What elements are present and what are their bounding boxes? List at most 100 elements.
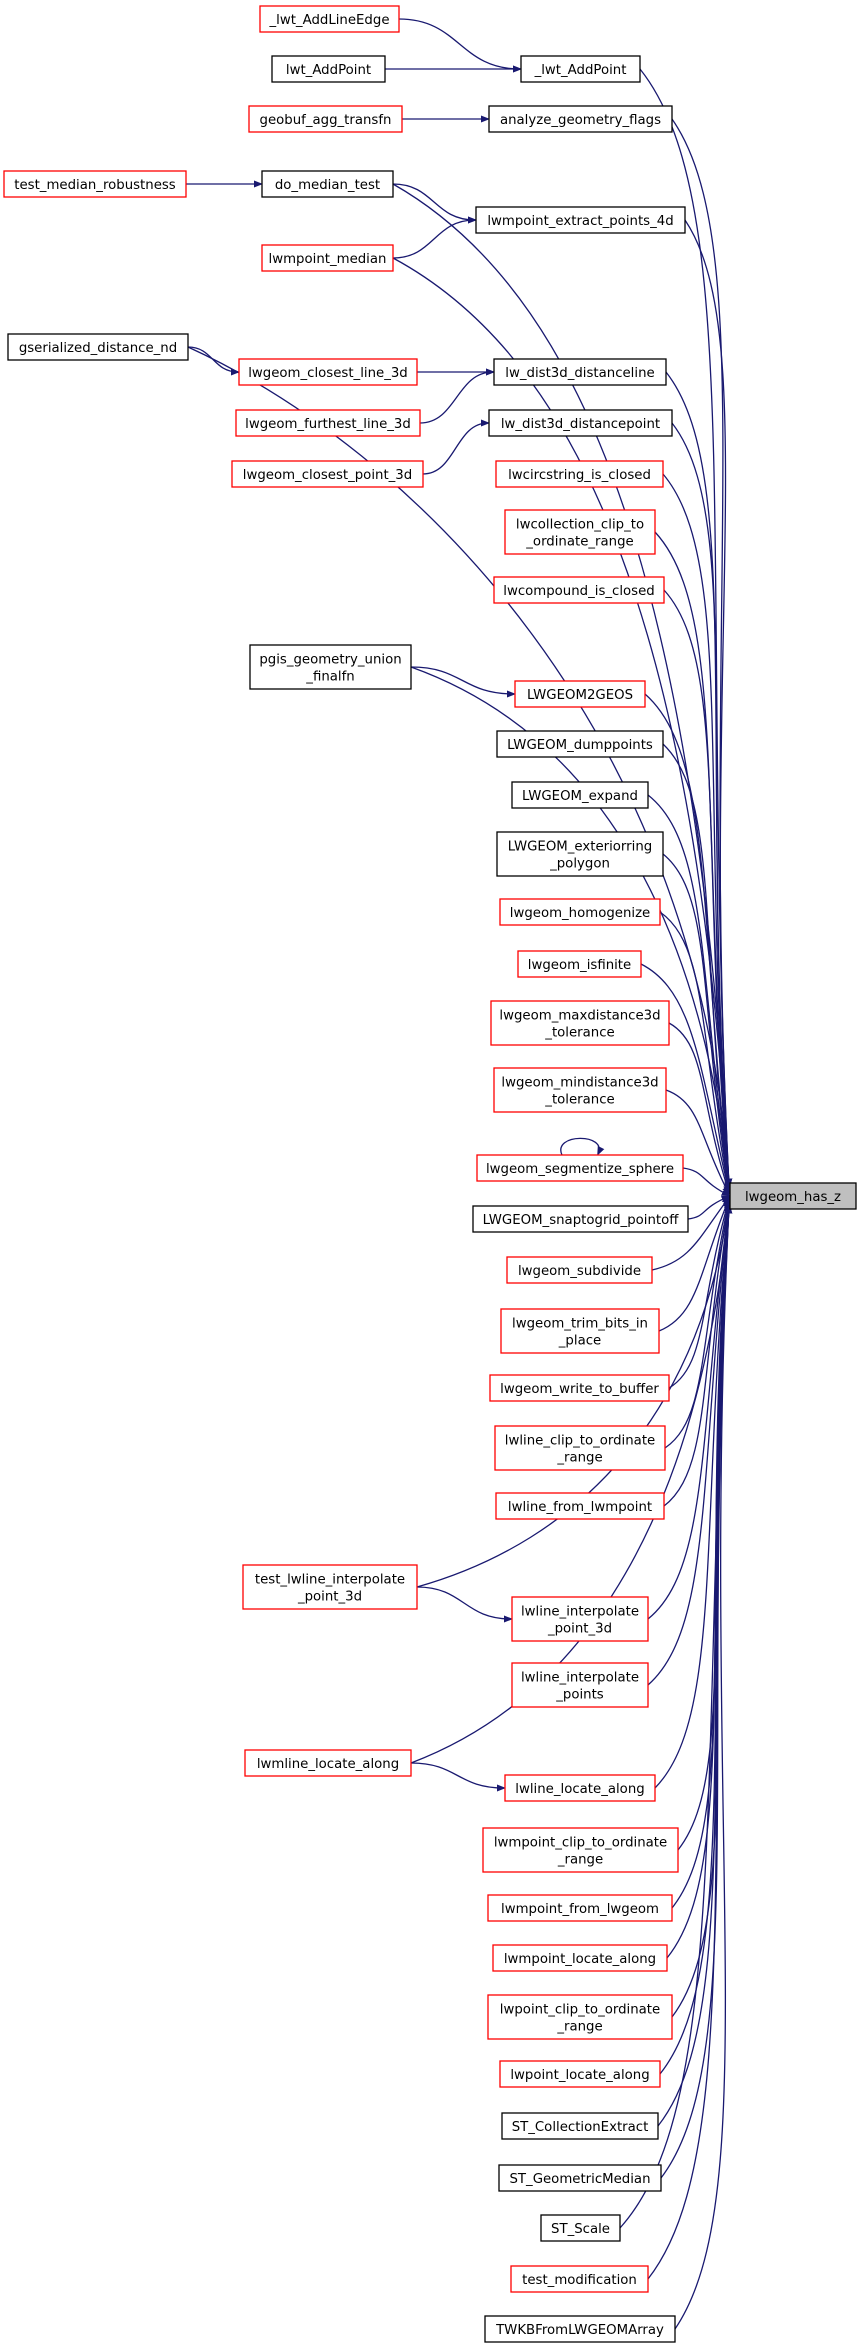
edge-subdivide-to-has_z (651, 1197, 729, 1271)
node-st_scale[interactable]: ST_Scale (540, 2214, 621, 2242)
node-write_buffer[interactable]: lwgeom_write_to_buffer (489, 1374, 670, 1402)
node-closest_point_3d[interactable]: lwgeom_closest_point_3d (231, 460, 424, 488)
node-st_collext[interactable]: ST_CollectionExtract (501, 2112, 659, 2140)
node-box-st_scale (540, 2214, 621, 2242)
node-lwmline_locate[interactable]: lwmline_locate_along (244, 1749, 412, 1777)
node-label-lwline_locate-0: lwline_locate_along (515, 1782, 644, 1797)
node-label-extract_4d-0: lwmpoint_extract_points_4d (487, 214, 673, 229)
edge-lwcomp_closed-to-has_z (663, 589, 729, 1186)
node-box-test_interp_3d (242, 1564, 418, 1610)
node-lwt_addlineedge[interactable]: _lwt_AddLineEdge (259, 5, 400, 33)
node-box-test_median_rob (3, 170, 187, 198)
node-label-geobuf-0: geobuf_agg_transfn (260, 113, 392, 128)
node-label-lwline_clip-1: _range (556, 1451, 602, 1466)
node-st_geomedian[interactable]: ST_GeometricMedian (498, 2164, 662, 2192)
node-snaptogrid[interactable]: LWGEOM_snaptogrid_pointoff (472, 1205, 689, 1233)
node-dist3d_line[interactable]: lw_dist3d_distanceline (493, 358, 667, 386)
node-mindist3d[interactable]: lwgeom_mindistance3d_tolerance (493, 1067, 667, 1113)
node-box-trim_bits (500, 1308, 660, 1354)
node-box-lwcoll_clip (504, 509, 656, 555)
node-label-write_buffer-0: lwgeom_write_to_buffer (500, 1382, 659, 1397)
node-box-lwcirc_closed (495, 460, 664, 488)
node-label-exteriorring-0: LWGEOM_exteriorring (508, 840, 652, 855)
node-label-test_median_rob-0: test_median_robustness (14, 178, 176, 193)
node-lwcirc_closed[interactable]: lwcircstring_is_closed (495, 460, 664, 488)
node-has_z[interactable]: lwgeom_has_z (729, 1182, 857, 1210)
node-gser_dist_nd[interactable]: gserialized_distance_nd (7, 333, 189, 361)
node-dist3d_point[interactable]: lw_dist3d_distancepoint (488, 409, 673, 437)
node-box-dumppoints (496, 730, 664, 758)
node-interp_points[interactable]: lwline_interpolate_points (511, 1662, 649, 1708)
node-lwgeom2geos[interactable]: LWGEOM2GEOS (514, 680, 646, 708)
node-test_median_rob[interactable]: test_median_robustness (3, 170, 187, 198)
node-label-segmentize_sphere-0: lwgeom_segmentize_sphere (486, 1162, 674, 1177)
node-lwline_from_mp[interactable]: lwline_from_lwmpoint (495, 1492, 665, 1520)
edge-mindist3d-to-has_z (665, 1089, 729, 1194)
node-label-closest_point_3d-0: lwgeom_closest_point_3d (243, 468, 412, 483)
node-isfinite[interactable]: lwgeom_isfinite (517, 950, 642, 978)
node-lwmpoint_clip[interactable]: lwmpoint_clip_to_ordinate_range (482, 1827, 679, 1873)
node-extract_4d[interactable]: lwmpoint_extract_points_4d (475, 206, 686, 234)
node-label-lwt_addpoint_priv-0: _lwt_AddPoint (534, 63, 627, 78)
node-label-lwt_addpoint_pub-0: lwt_AddPoint (286, 63, 371, 78)
node-label-trim_bits-0: lwgeom_trim_bits_in (512, 1317, 648, 1332)
edge-test_mod-to-has_z (647, 1206, 729, 2280)
node-lwpoint_clip[interactable]: lwpoint_clip_to_ordinate_range (487, 1994, 673, 2040)
node-lwt_addpoint_pub[interactable]: lwt_AddPoint (271, 55, 386, 83)
edge-st_scale-to-has_z (619, 1206, 729, 2229)
node-box-interp_points (511, 1662, 649, 1708)
node-homogenize[interactable]: lwgeom_homogenize (499, 898, 661, 926)
node-twkb[interactable]: TWKBFromLWGEOMArray (484, 2315, 676, 2343)
node-lwmpoint_locate[interactable]: lwmpoint_locate_along (492, 1944, 668, 1972)
node-label-dumppoints-0: LWGEOM_dumppoints (507, 738, 653, 753)
node-exteriorring[interactable]: LWGEOM_exteriorring_polygon (496, 831, 664, 877)
node-lwline_clip[interactable]: lwline_clip_to_ordinate_range (494, 1425, 666, 1471)
node-box-mindist3d (493, 1067, 667, 1113)
node-segmentize_sphere[interactable]: lwgeom_segmentize_sphere (476, 1154, 684, 1182)
node-lwmpoint_median[interactable]: lwmpoint_median (261, 244, 394, 272)
node-maxdist3d[interactable]: lwgeom_maxdistance3d_tolerance (490, 1000, 670, 1046)
node-label-lwcoll_clip-1: _ordinate_range (525, 535, 633, 550)
node-lwt_addpoint_priv[interactable]: _lwt_AddPoint (520, 55, 641, 83)
node-box-lwpoint_locate (499, 2060, 661, 2088)
edge-closest_point_3d-to-dist3d_point (422, 423, 488, 475)
node-expand[interactable]: LWGEOM_expand (511, 781, 649, 809)
node-lwline_locate[interactable]: lwline_locate_along (504, 1774, 656, 1802)
node-closest_line_3d[interactable]: lwgeom_closest_line_3d (238, 358, 418, 386)
node-label-pgis_union-0: pgis_geometry_union (259, 653, 401, 668)
node-trim_bits[interactable]: lwgeom_trim_bits_in_place (500, 1308, 660, 1354)
node-subdivide[interactable]: lwgeom_subdivide (506, 1256, 653, 1284)
node-box-lwmpoint_clip (482, 1827, 679, 1873)
node-label-st_geomedian-0: ST_GeometricMedian (509, 2172, 650, 2187)
node-lwcoll_clip[interactable]: lwcollection_clip_to_ordinate_range (504, 509, 656, 555)
edge-lwcirc_closed-to-has_z (662, 473, 729, 1186)
node-interp_3d[interactable]: lwline_interpolate_point_3d (511, 1596, 649, 1642)
node-pgis_union[interactable]: pgis_geometry_union_finalfn (249, 644, 412, 690)
node-test_interp_3d[interactable]: test_lwline_interpolate_point_3d (242, 1564, 418, 1610)
node-box-do_median_test (261, 170, 394, 198)
edge-dist3d_point-to-has_z (671, 422, 729, 1186)
edge-trim_bits-to-has_z (658, 1199, 729, 1332)
node-do_median_test[interactable]: do_median_test (261, 170, 394, 198)
node-label-lwcirc_closed-0: lwcircstring_is_closed (508, 468, 651, 483)
edge-lwline_from_mp-to-has_z (663, 1202, 729, 1507)
node-label-maxdist3d-1: _tolerance (544, 1026, 614, 1041)
node-dumppoints[interactable]: LWGEOM_dumppoints (496, 730, 664, 758)
node-lwpoint_locate[interactable]: lwpoint_locate_along (499, 2060, 661, 2088)
edge-interp_points-to-has_z (647, 1206, 729, 1686)
edge-lwmline_locate-to-lwline_locate (410, 1762, 504, 1788)
node-geobuf[interactable]: geobuf_agg_transfn (248, 105, 403, 133)
node-label-mindist3d-0: lwgeom_mindistance3d (501, 1076, 658, 1091)
node-label-expand-0: LWGEOM_expand (522, 789, 638, 804)
edge-lwt_addlineedge-to-lwt_addpoint_priv (398, 18, 520, 69)
node-label-interp_3d-1: _point_3d (547, 1622, 612, 1637)
node-lwmpoint_from_geom[interactable]: lwmpoint_from_lwgeom (487, 1894, 673, 1922)
node-lwcomp_closed[interactable]: lwcompound_is_closed (493, 576, 665, 604)
node-box-dist3d_point (488, 409, 673, 437)
node-analyze_flags[interactable]: analyze_geometry_flags (488, 105, 673, 133)
node-furthest_line_3d[interactable]: lwgeom_furthest_line_3d (235, 409, 421, 437)
node-box-dist3d_line (493, 358, 667, 386)
edge-twkb-to-has_z (674, 1206, 729, 2330)
node-test_mod[interactable]: test_modification (510, 2265, 649, 2293)
